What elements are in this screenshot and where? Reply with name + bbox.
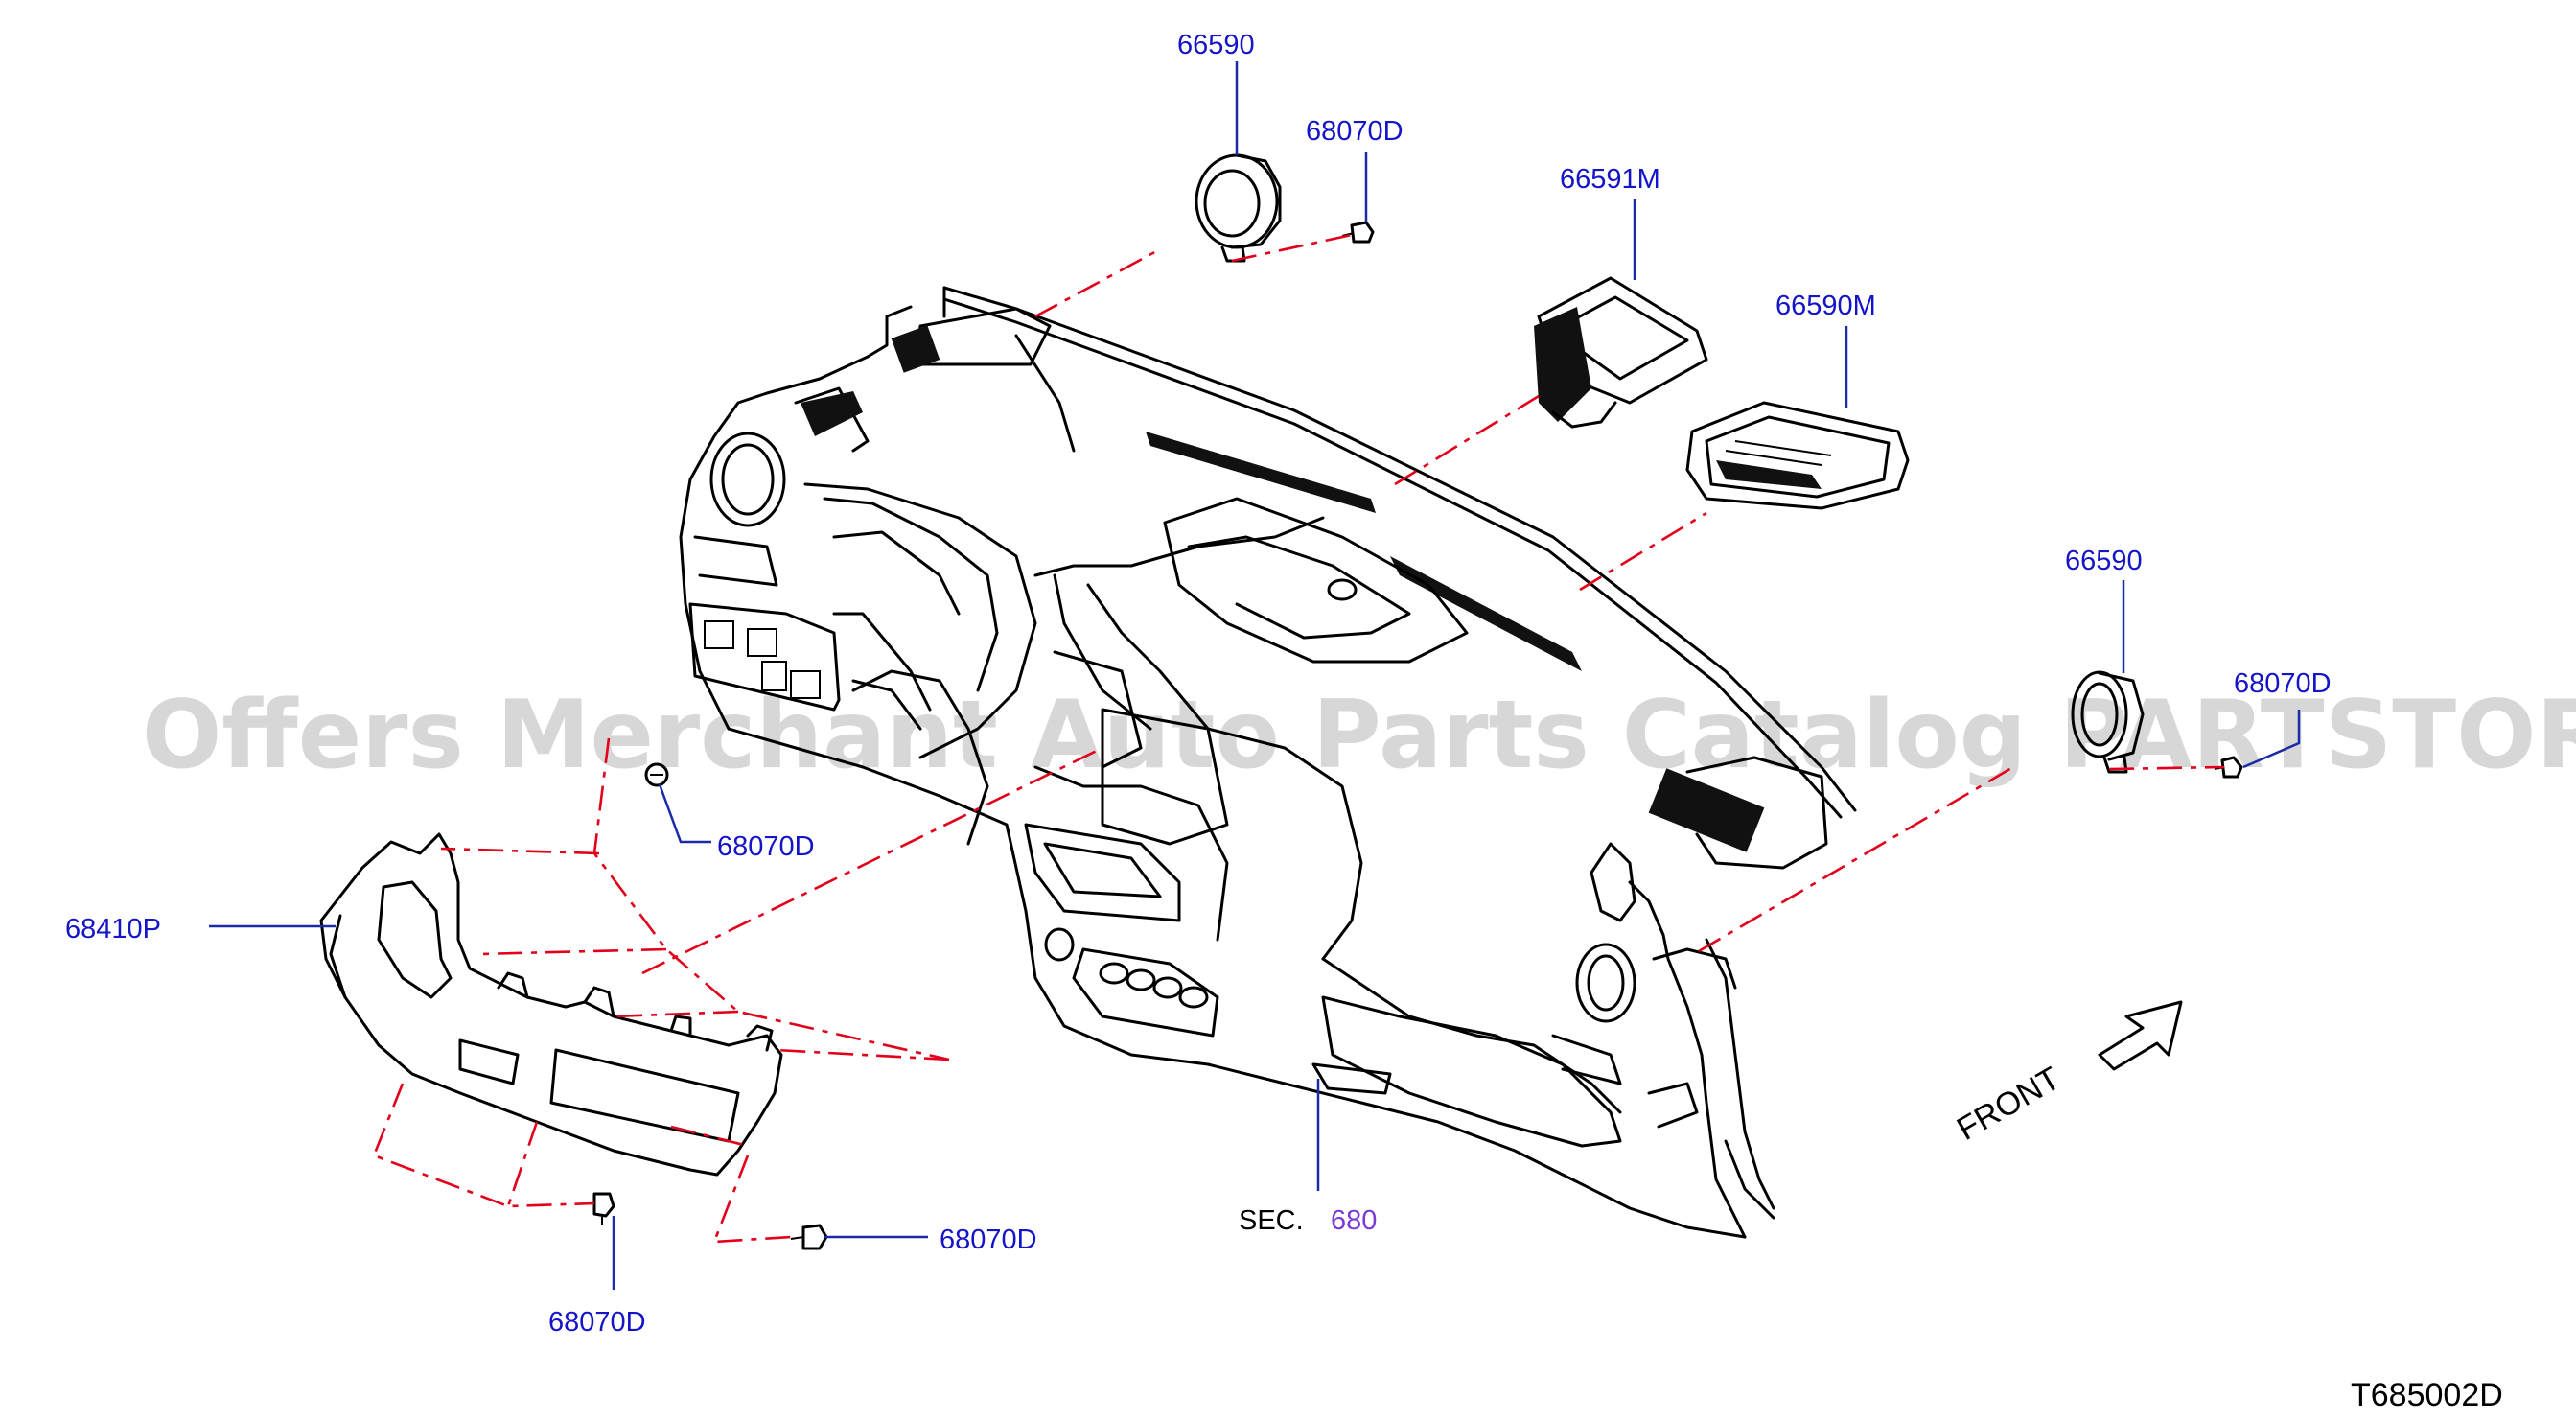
clip-bottom-part — [592, 1192, 615, 1225]
vent-center-lower-part — [1685, 401, 1910, 510]
front-arrow-icon — [2098, 1000, 2183, 1071]
diagram-code: T685002D — [2351, 1377, 2503, 1413]
clip-left-upper-part — [644, 762, 669, 787]
assembly-lines — [372, 233, 2225, 1244]
callout-66590-top: 66590 — [1177, 30, 1255, 60]
callout-66590m: 66590M — [1775, 291, 1876, 321]
callout-68070d-right: 68070D — [2234, 668, 2332, 699]
callout-68070d-top: 68070D — [1306, 116, 1404, 147]
watermark-text: Offers Merchant Auto Parts Catalog PARTS… — [142, 681, 2576, 790]
callout-66591m: 66591M — [1560, 164, 1660, 195]
leader-lines — [209, 61, 2301, 1290]
vent-center-upper-part — [1534, 276, 1708, 429]
section-number: 680 — [1331, 1205, 1377, 1236]
section-prefix: SEC. — [1239, 1205, 1304, 1236]
clip-top-part — [1341, 221, 1375, 244]
vent-round-right-part — [2071, 670, 2145, 774]
front-direction-indicator: FRONT — [1951, 1000, 2183, 1148]
callout-68070d-bottom: 68070D — [548, 1307, 646, 1338]
callout-66590-right: 66590 — [2065, 546, 2143, 576]
callout-68070d-bottom-right: 68070D — [940, 1225, 1037, 1255]
instrument-panel — [679, 286, 1857, 1239]
front-label: FRONT — [1951, 1060, 2066, 1147]
clip-bottom-right-part — [790, 1224, 828, 1250]
vent-round-top-part — [1195, 153, 1282, 263]
cluster-lid-part — [319, 832, 783, 1177]
callout-68070d-left-upper: 68070D — [717, 831, 815, 862]
callout-68410p: 68410P — [65, 914, 161, 945]
